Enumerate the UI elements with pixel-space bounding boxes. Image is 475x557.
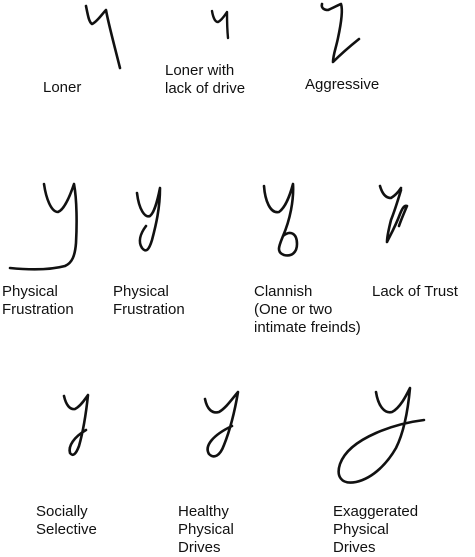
- y-loner-lack-drive-stroke: [210, 9, 230, 40]
- y-clannish-stroke: [262, 182, 299, 257]
- y-socially-selective-stroke: [62, 393, 90, 457]
- y-physical-frustration-2-stroke: [135, 186, 162, 252]
- y-lack-of-trust-stroke: [378, 184, 409, 244]
- y-healthy-physical-drives-stroke: [203, 390, 240, 458]
- label-exaggerated-physical-drives: Exaggerated Physical Drives: [333, 503, 419, 556]
- label-physical-frustration-2: Physical Frustration: [113, 283, 185, 318]
- y-exaggerated-physical-drives-stroke: [337, 386, 426, 484]
- y-physical-frustration-1-stroke: [8, 182, 78, 271]
- label-lack-of-trust: Lack of Trust: [372, 283, 458, 300]
- label-aggressive: Aggressive: [305, 76, 380, 93]
- label-clannish: Clannish (One or two intimate freinds): [254, 283, 361, 336]
- y-loner-stroke: [84, 4, 122, 70]
- label-loner-lack-of-drive: Loner with lack of drive: [165, 62, 246, 97]
- label-healthy-physical-drives: Healthy Physical Drives: [178, 503, 234, 556]
- label-loner: Loner: [43, 79, 82, 96]
- y-aggressive-stroke: [320, 2, 361, 64]
- label-physical-frustration-1: Physical Frustration: [2, 283, 74, 318]
- label-socially-selective: Socially Selective: [36, 503, 97, 538]
